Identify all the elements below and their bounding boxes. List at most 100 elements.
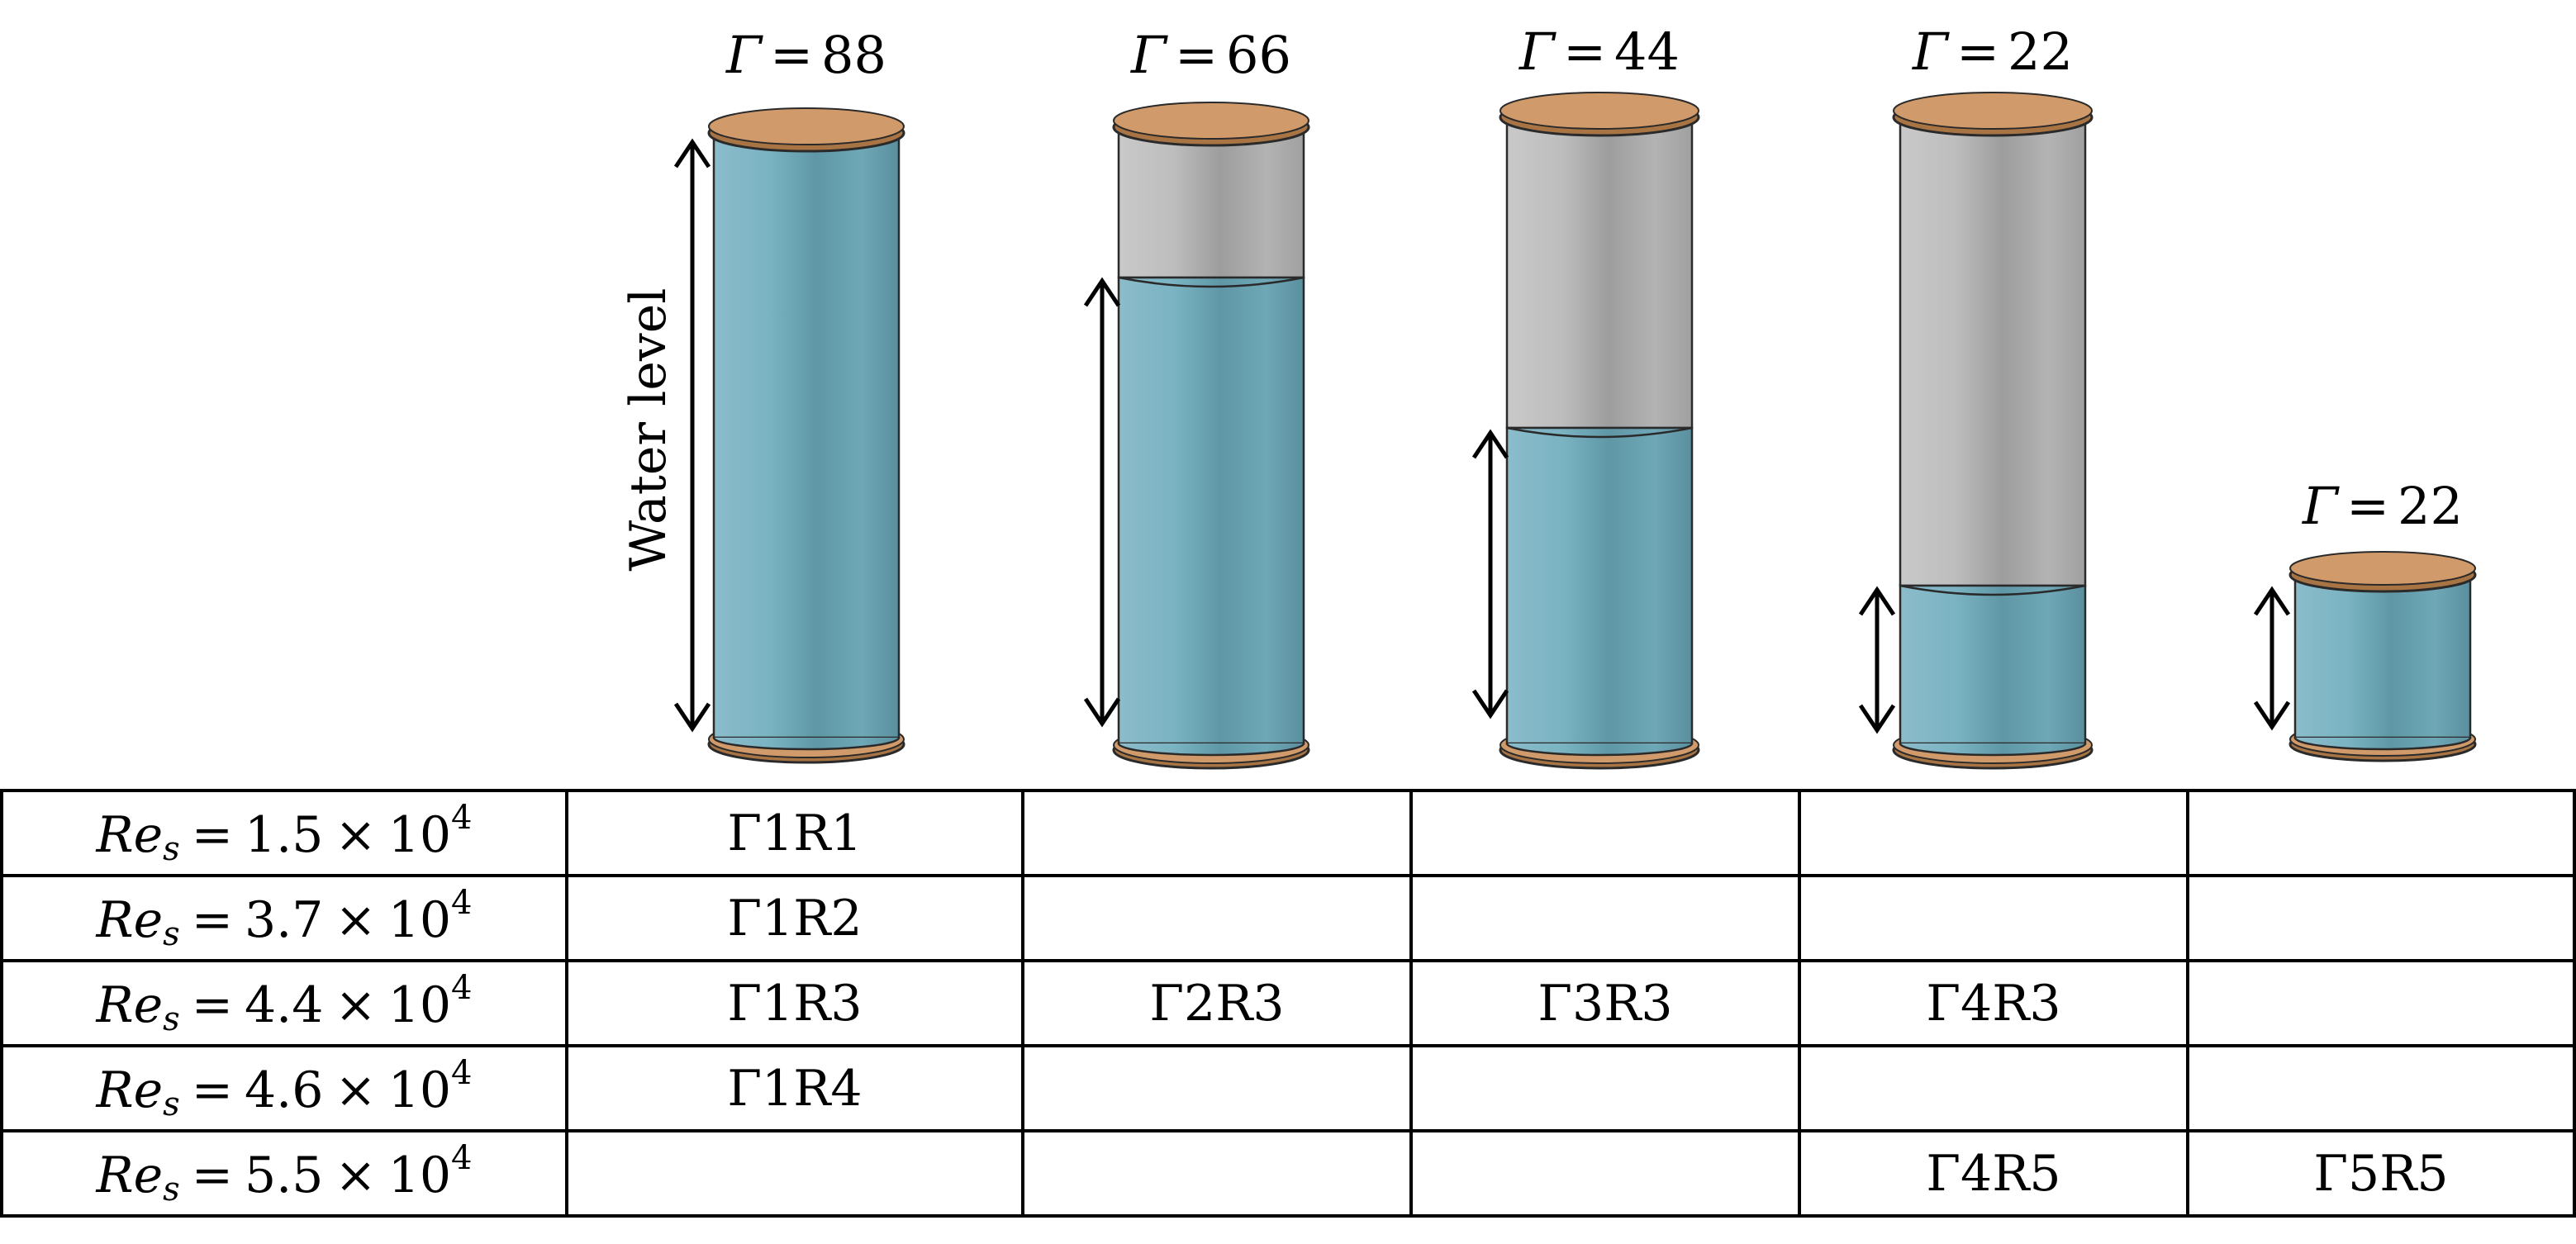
times-sign: ×: [335, 805, 377, 864]
case-cell: [2186, 874, 2576, 962]
re-subscript: s: [163, 914, 180, 953]
re-symbol: Re: [96, 976, 164, 1034]
cylinders-svg: [673, 92, 2477, 770]
case-code: 1R3: [762, 974, 863, 1033]
cylinder-bottom-edge: [1899, 743, 2087, 757]
arrow-head-up: [1471, 429, 1509, 459]
case-cell: Γ4R3: [1798, 959, 2189, 1047]
arrow-head-down: [1471, 689, 1509, 719]
case-cell: [2186, 789, 2576, 877]
case-cell: [2186, 1044, 2576, 1132]
water-section: [1899, 584, 2087, 745]
arrow-head-down: [1858, 704, 1896, 734]
cylinder-illustration: Γ=88 Γ=66 Γ=44 Γ=22 Γ=22 Water level: [620, 21, 2477, 770]
re-exponent: 4: [451, 968, 473, 1007]
re-mantissa: 4.4: [244, 976, 324, 1034]
re-exponent: 4: [451, 883, 473, 922]
case-cell: Γ1R3: [565, 959, 1024, 1047]
re-base: 10: [387, 1061, 452, 1119]
re-symbol: Re: [96, 1061, 164, 1119]
case-gamma: Γ: [727, 1059, 763, 1118]
re-base: 10: [387, 1146, 452, 1204]
equals-sign: =: [191, 976, 233, 1034]
arrow-head-down: [1083, 697, 1121, 728]
reynolds-label: Res =3.7×104: [0, 874, 568, 962]
case-cell: Γ5R5: [2186, 1129, 2576, 1218]
re-exponent: 4: [451, 1053, 473, 1092]
equals-sign: =: [191, 1146, 233, 1204]
re-subscript: s: [163, 1170, 180, 1208]
equals-sign: =: [191, 890, 233, 949]
reynolds-label: Res=4.6×104: [0, 1044, 568, 1132]
empty-section: [1899, 111, 2087, 587]
gamma-title-1: Γ=88: [726, 25, 886, 85]
case-gamma: Γ: [1538, 974, 1573, 1033]
re-mantissa: 1.5: [244, 805, 324, 864]
case-gamma: Γ: [1149, 974, 1185, 1033]
empty-section: [1505, 111, 1694, 430]
table-row: Res =3.7×104 Γ1R2: [0, 874, 2576, 962]
cylinder-bottom-edge: [1117, 743, 1305, 757]
water-surface-line: [1118, 276, 1305, 288]
case-cell: [565, 1129, 1024, 1218]
water-surface-line: [1899, 584, 2086, 596]
re-exponent: 4: [451, 798, 473, 837]
case-cell: [1021, 1044, 1413, 1132]
case-cell: Γ4R5: [1798, 1129, 2189, 1218]
gamma-title-4: Γ=22: [1913, 21, 2073, 82]
re-exponent: 4: [451, 1138, 473, 1177]
top-lid: [1113, 102, 1309, 140]
case-gamma: Γ: [727, 974, 763, 1033]
re-mantissa: 4.6: [244, 1061, 324, 1119]
arrow-head-up: [1083, 277, 1121, 307]
times-sign: ×: [335, 890, 377, 949]
re-symbol: Re: [96, 805, 164, 864]
case-cell: [1021, 1129, 1413, 1218]
cylinder-bottom-edge: [712, 737, 901, 751]
case-gamma: Γ: [727, 804, 763, 862]
arrow-head-down: [2253, 700, 2291, 731]
times-sign: ×: [335, 976, 377, 1034]
cylinder-bottom-edge: [2293, 737, 2472, 751]
case-code: 2R3: [1184, 974, 1285, 1033]
re-symbol: Re: [96, 890, 164, 949]
case-gamma: Γ: [727, 889, 763, 947]
re-base: 10: [387, 805, 452, 864]
case-cell: [1798, 789, 2189, 877]
water-surface-line: [1506, 426, 1693, 439]
case-cell: [1021, 789, 1413, 877]
re-base: 10: [387, 890, 452, 949]
case-code: 5R5: [2348, 1144, 2449, 1203]
case-code: 1R2: [762, 889, 863, 947]
water-section: [1117, 276, 1305, 745]
case-cell: [2186, 959, 2576, 1047]
re-base: 10: [387, 976, 452, 1034]
case-cell: [1798, 874, 2189, 962]
case-cell: [1409, 789, 1801, 877]
arrow-head-down: [673, 702, 711, 733]
case-cell: Γ1R4: [565, 1044, 1024, 1132]
case-cell: Γ2R3: [1021, 959, 1413, 1047]
arrow-head-up: [2253, 586, 2291, 616]
case-cell: [1409, 1129, 1801, 1218]
case-code: 1R1: [762, 804, 863, 862]
case-cell: Γ1R2: [565, 874, 1024, 962]
re-subscript: s: [163, 829, 180, 868]
times-sign: ×: [335, 1146, 377, 1204]
re-subscript: s: [163, 1085, 180, 1123]
top-lid: [1893, 92, 2093, 130]
case-cell: [1798, 1044, 2189, 1132]
case-code: 1R4: [762, 1059, 863, 1118]
case-gamma: Γ: [1926, 974, 1961, 1033]
case-gamma: Γ: [1926, 1144, 1961, 1203]
case-cell: [1409, 874, 1801, 962]
case-code: 4R5: [1961, 1144, 2061, 1203]
re-mantissa: 3.7: [244, 890, 324, 949]
equals-sign: =: [191, 805, 233, 864]
reynolds-label: Res =1.5×104: [0, 789, 568, 877]
gamma-title-5: Γ=22: [2303, 476, 2463, 536]
